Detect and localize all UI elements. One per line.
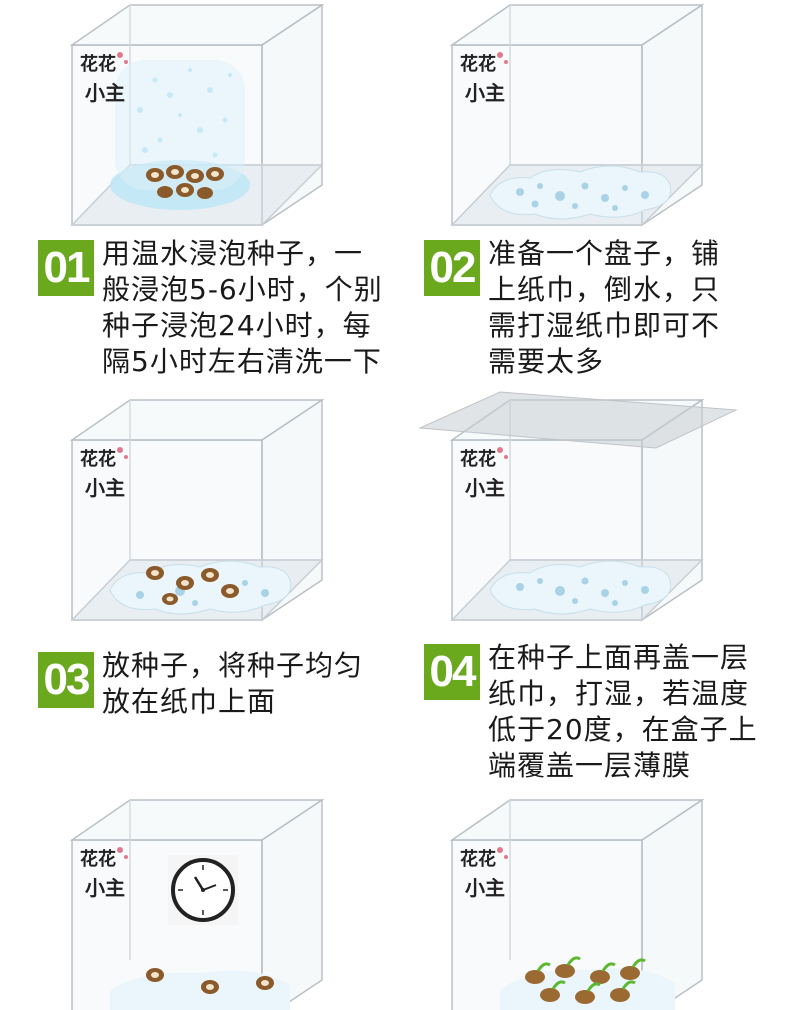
svg-text:花花: 花花 [460,848,496,870]
svg-text:花花: 花花 [460,53,496,75]
brand-logo: 花花 小主 [460,447,508,500]
svg-text:花花: 花花 [80,848,116,870]
svg-text:小主: 小主 [85,81,125,105]
plastic-film [418,391,738,449]
seeds [146,566,239,605]
svg-text:小主: 小主 [465,476,505,500]
svg-text:花花: 花花 [460,448,496,470]
brand-logo: 花花 小主 [460,52,508,105]
svg-text:小主: 小主 [465,876,505,900]
brand-logo: 花花 小主 [80,447,128,500]
brand-logo: 花花 小主 [460,847,508,900]
step-description: 放种子，将种子均匀 放在纸巾上面 [102,649,364,718]
brand-logo: 花花 小主 [80,52,128,105]
step-description: 在种子上面再盖一层 纸巾，打湿，若温度 低于20度，在盒子上 端覆盖一层薄膜 [488,641,758,782]
box-illustration-seeds-on-towel: 花花 小主 [69,398,325,622]
wet-paper-towel [489,165,672,220]
step-number-badge: 03 [38,652,94,708]
step-02: 02 准备一个盘子，铺 上纸巾，倒水，只 需打湿纸巾即可不 需要太多 [424,236,720,380]
step-04: 04 在种子上面再盖一层 纸巾，打湿，若温度 低于20度，在盒子上 端覆盖一层薄… [424,640,758,784]
box-illustration-sprouted: 花花 小主 [449,798,705,1010]
step-03: 03 放种子，将种子均匀 放在纸巾上面 [38,648,363,720]
box-illustration-soak: 花花 小主 [69,3,325,227]
box-illustration-film-cover: 花花 小主 [418,391,738,622]
svg-text:小主: 小主 [85,476,125,500]
clock-icon [168,855,238,925]
step-01: 01 用温水浸泡种子，一 般浸泡5-6小时，个别 种子浸泡24小时，每 隔5小时… [38,236,383,380]
svg-text:小主: 小主 [85,876,125,900]
step-number-badge: 01 [38,240,94,296]
seeds [146,165,224,199]
box-illustration-tray: 花花 小主 [449,3,705,227]
box-illustration-waiting: 花花 小主 [69,798,325,1010]
svg-text:小主: 小主 [465,81,505,105]
step-number-badge: 02 [424,240,480,296]
step-description: 用温水浸泡种子，一 般浸泡5-6小时，个别 种子浸泡24小时，每 隔5小时左右清… [102,237,383,378]
brand-logo: 花花 小主 [80,847,128,900]
svg-text:花花: 花花 [80,448,116,470]
svg-text:花花: 花花 [80,53,116,75]
step-description: 准备一个盘子，铺 上纸巾，倒水，只 需打湿纸巾即可不 需要太多 [488,237,721,378]
wet-paper-towel [489,560,672,615]
step-number-badge: 04 [424,644,480,700]
